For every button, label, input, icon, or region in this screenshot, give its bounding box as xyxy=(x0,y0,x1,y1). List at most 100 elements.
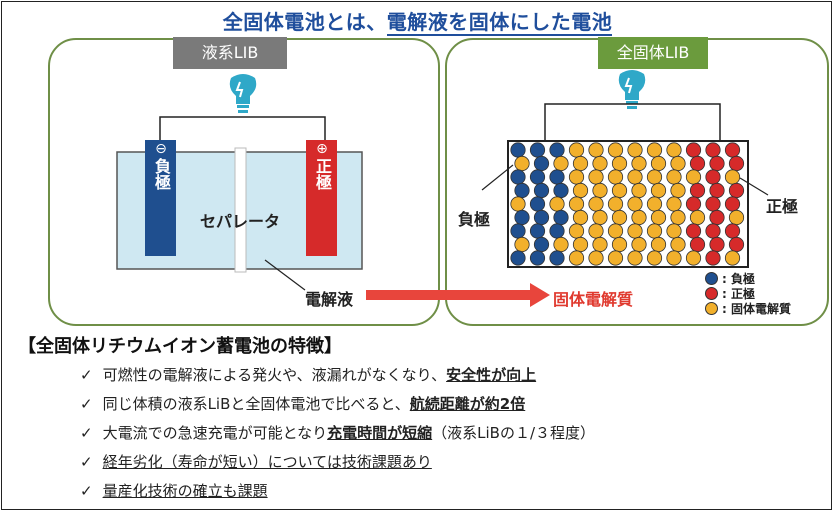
separator-label: セパレータ xyxy=(200,212,281,231)
particle xyxy=(685,196,702,212)
particle xyxy=(685,169,702,185)
particle xyxy=(607,169,624,185)
particle xyxy=(705,142,721,158)
legend-swatch xyxy=(705,302,718,315)
particle xyxy=(607,196,624,212)
particle xyxy=(572,236,589,253)
particle xyxy=(588,169,604,185)
particle xyxy=(689,182,706,199)
electrolyte-pointer xyxy=(264,259,306,291)
particle xyxy=(592,236,608,253)
particle xyxy=(510,223,526,239)
feature-emphasis: 充電時間が短縮 xyxy=(327,424,433,442)
particle xyxy=(588,223,604,239)
particle xyxy=(646,250,663,266)
checkmark-icon: ✓ xyxy=(80,366,93,384)
particle xyxy=(685,250,702,266)
particle xyxy=(510,250,526,266)
particle xyxy=(568,142,585,158)
positive-electrode xyxy=(306,140,337,256)
feature-emphasis: 量産化技術の確立も課題 xyxy=(102,482,268,500)
particle xyxy=(510,196,526,212)
particle xyxy=(646,142,663,158)
particle xyxy=(588,142,604,158)
particle xyxy=(533,182,550,199)
particle xyxy=(670,209,686,226)
particle xyxy=(514,182,530,199)
particle xyxy=(666,142,682,158)
solid-negative-label: 負極 xyxy=(458,210,491,229)
particle xyxy=(685,223,702,239)
particle xyxy=(549,250,565,266)
positive-pointer xyxy=(739,177,769,196)
particle xyxy=(592,155,608,172)
particle xyxy=(553,182,569,199)
particle xyxy=(650,236,667,253)
particle xyxy=(529,223,546,239)
particle xyxy=(631,209,647,226)
feature-item: ✓経年劣化（寿命が短い）については技術課題あり xyxy=(80,451,432,472)
particle xyxy=(627,196,643,212)
circuit-wire xyxy=(159,116,326,152)
particle xyxy=(728,182,745,199)
particle xyxy=(631,182,647,199)
particle xyxy=(553,209,569,226)
particle xyxy=(689,236,706,253)
particle xyxy=(705,223,721,239)
particle xyxy=(529,169,546,185)
particle xyxy=(709,155,725,172)
particle xyxy=(709,182,725,199)
feature-text: 大電流での急速充電が可能となり xyxy=(102,424,328,442)
particle xyxy=(611,236,628,253)
particle xyxy=(533,155,550,172)
feature-note: （液系LiBの１/３程度） xyxy=(432,424,596,442)
particle xyxy=(666,223,682,239)
particle xyxy=(709,236,725,253)
particle xyxy=(724,223,741,239)
legend-text: : 負極 xyxy=(722,272,755,286)
particle-grid xyxy=(510,142,745,266)
particle xyxy=(529,250,546,266)
feature-text: 可燃性の電解液による発火や、液漏れがなくなり、 xyxy=(102,366,447,384)
particle xyxy=(646,223,663,239)
particle xyxy=(553,155,569,172)
particle xyxy=(705,196,721,212)
particle xyxy=(611,155,628,172)
particle xyxy=(592,209,608,226)
positive-electrode-label: ⊕ 正極 xyxy=(313,141,332,190)
negative-electrode-label: ⊖ 負極 xyxy=(152,141,171,190)
particle xyxy=(689,209,706,226)
feature-item: ✓量産化技術の確立も課題 xyxy=(80,480,268,501)
particle xyxy=(588,250,604,266)
particle xyxy=(553,236,569,253)
particle xyxy=(533,209,550,226)
particle xyxy=(631,236,647,253)
particle xyxy=(529,196,546,212)
particle xyxy=(529,142,546,158)
particle xyxy=(549,169,565,185)
particle xyxy=(533,236,550,253)
particle xyxy=(572,155,589,172)
particle xyxy=(611,182,628,199)
particle xyxy=(670,236,686,253)
particle xyxy=(627,223,643,239)
particle xyxy=(607,142,624,158)
particle xyxy=(607,250,624,266)
particle xyxy=(666,196,682,212)
particle xyxy=(728,236,745,253)
feature-emphasis: 安全性が向上 xyxy=(446,366,537,384)
particle xyxy=(510,169,526,185)
particle xyxy=(592,182,608,199)
particle xyxy=(588,196,604,212)
particle xyxy=(724,196,741,212)
features-heading: 【全固体リチウムイオン蓄電池の特徴】 xyxy=(18,336,342,357)
checkmark-icon: ✓ xyxy=(80,395,93,413)
particle xyxy=(568,196,585,212)
title-part1: 全固体電池とは、 xyxy=(222,10,387,34)
particle xyxy=(646,196,663,212)
particle xyxy=(514,209,530,226)
title-part2: 電解液を固体にした電池 xyxy=(386,10,613,36)
particle xyxy=(705,169,721,185)
